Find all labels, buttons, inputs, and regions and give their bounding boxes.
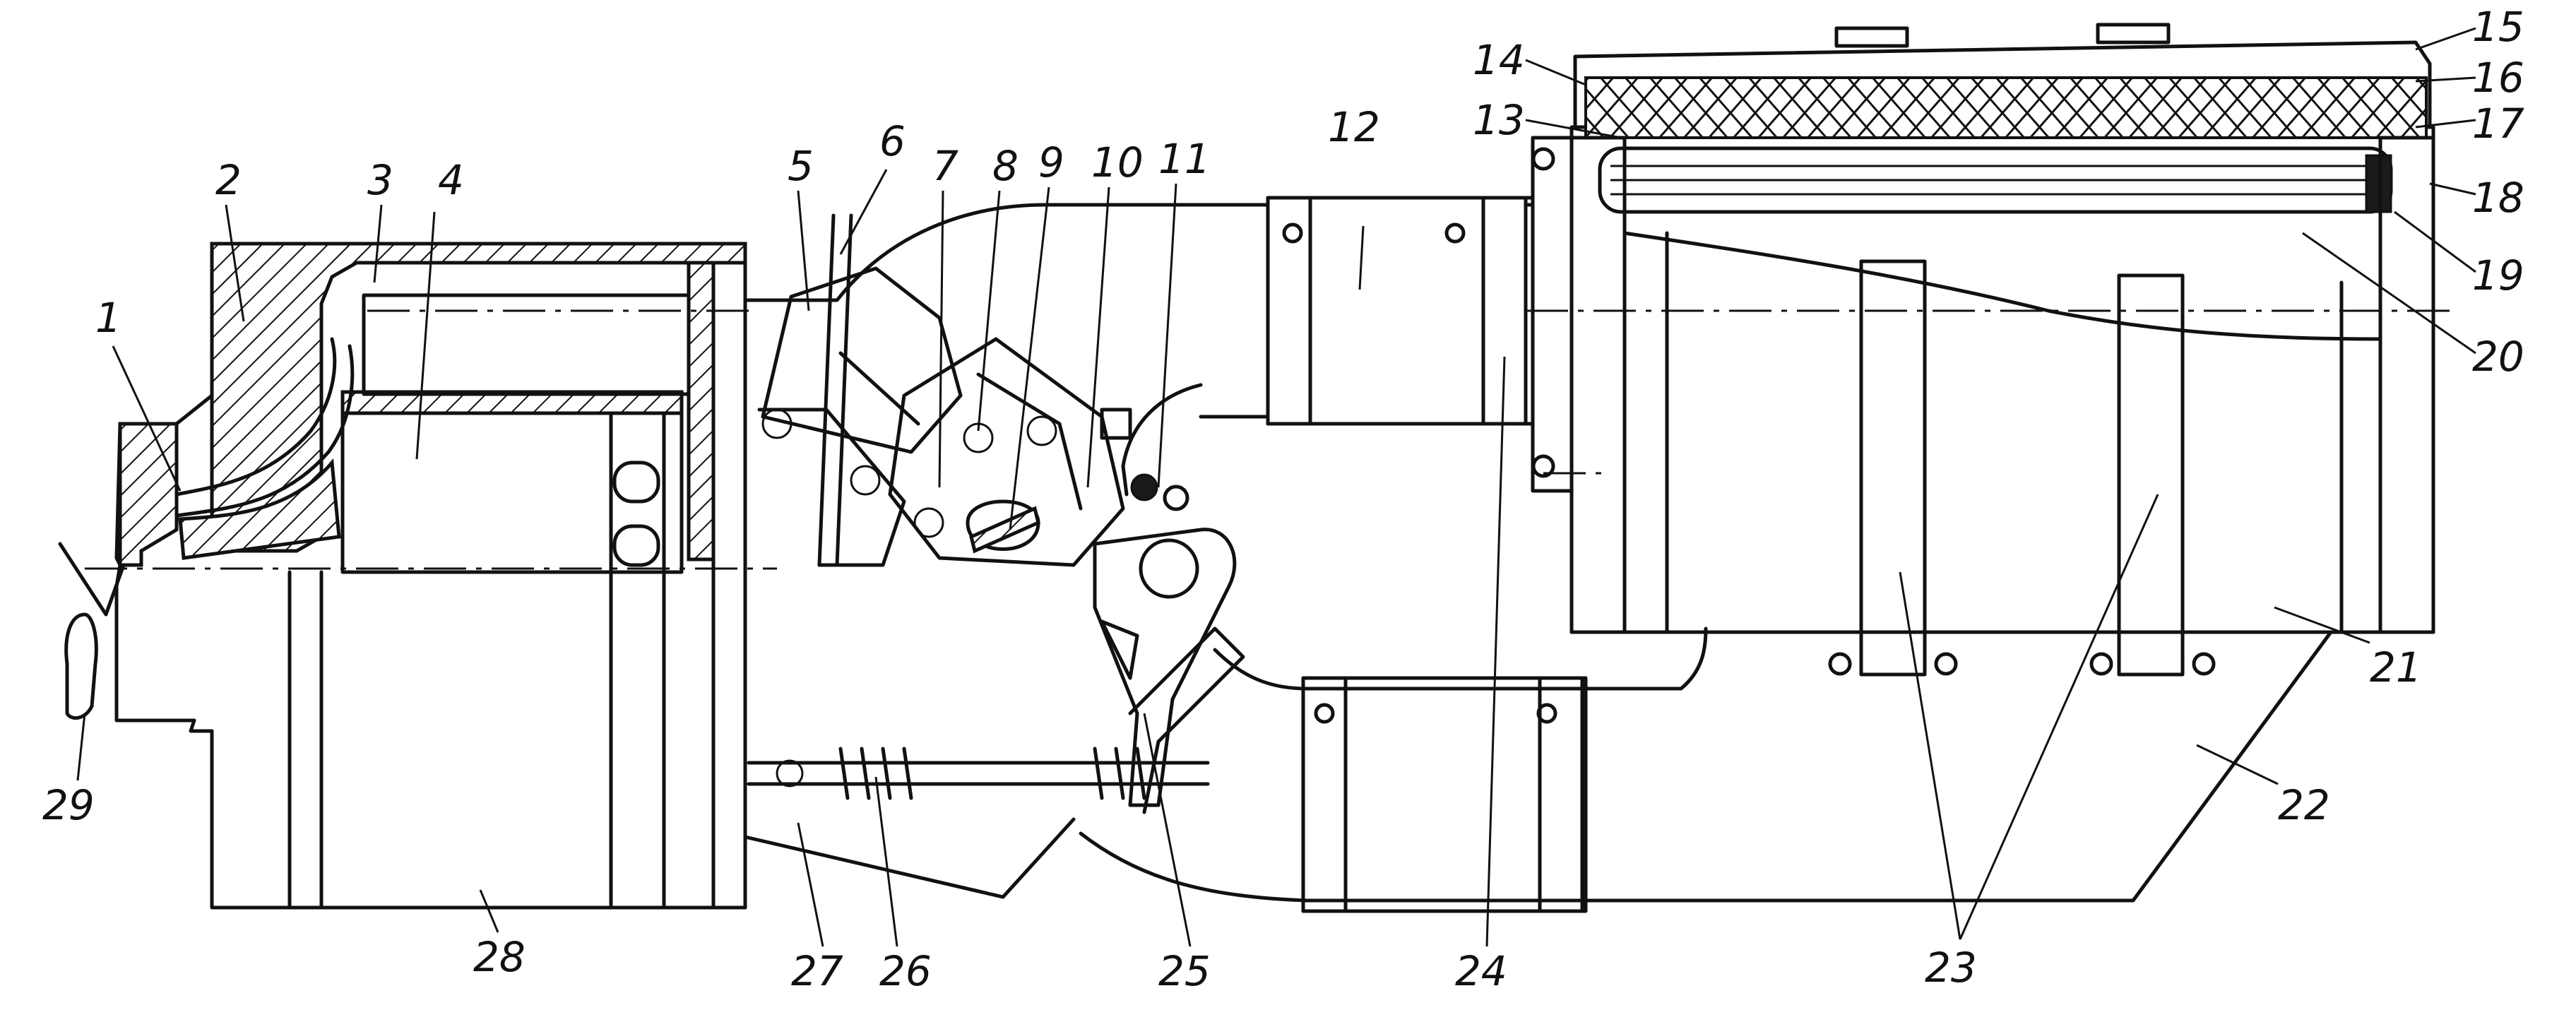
valve-mechanism: [757, 213, 1245, 814]
upper-duct: [743, 196, 1535, 497]
callout-22: 22: [2278, 781, 2330, 829]
callout-labels: 1 2 3 4 5 6 7 8 9 10 11 12 13 14 15 16 1…: [42, 3, 2524, 995]
callout-27: 27: [791, 947, 843, 995]
callout-28: 28: [473, 933, 526, 981]
callout-7: 7: [932, 142, 958, 190]
callout-6: 6: [879, 117, 906, 165]
callout-25: 25: [1158, 947, 1211, 995]
callout-8: 8: [992, 142, 1019, 190]
callout-14: 14: [1473, 36, 1525, 84]
callout-13: 13: [1473, 96, 1525, 144]
callout-4: 4: [438, 156, 464, 204]
callout-10: 10: [1091, 138, 1144, 186]
callout-21: 21: [2370, 643, 2422, 691]
callout-5: 5: [788, 142, 814, 190]
callout-9: 9: [1038, 138, 1064, 186]
callout-12: 12: [1328, 103, 1380, 151]
callout-29: 29: [42, 781, 95, 829]
callout-23: 23: [1925, 944, 1977, 992]
callout-19: 19: [2472, 251, 2524, 299]
callout-11: 11: [1158, 135, 1211, 183]
callout-16: 16: [2472, 54, 2524, 102]
fan-housing: [58, 242, 777, 910]
callout-1: 1: [95, 294, 121, 342]
heater-filter-unit: [1526, 23, 2458, 677]
callout-2: 2: [215, 156, 242, 204]
callout-24: 24: [1455, 947, 1507, 995]
callout-18: 18: [2472, 174, 2524, 222]
leader-lines: [76, 27, 2476, 947]
callout-26: 26: [879, 947, 932, 995]
callout-17: 17: [2472, 100, 2524, 148]
callout-3: 3: [367, 156, 393, 204]
callout-20: 20: [2472, 333, 2524, 381]
callout-15: 15: [2472, 3, 2524, 51]
